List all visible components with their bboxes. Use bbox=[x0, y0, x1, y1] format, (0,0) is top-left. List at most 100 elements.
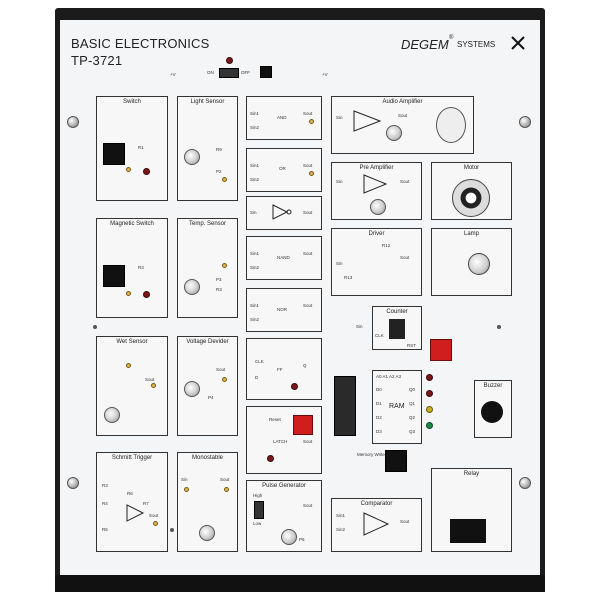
flip-flop-block: CLK D FF Q bbox=[246, 338, 322, 400]
vd-sout-jack[interactable] bbox=[222, 377, 227, 382]
power-on-label: ON bbox=[207, 70, 214, 75]
pulse-generator-block: Pulse Generator High Low Sout P6 bbox=[246, 480, 322, 552]
amplifier-icon bbox=[353, 110, 382, 132]
motor-title: Motor bbox=[463, 165, 480, 171]
light-jack[interactable] bbox=[222, 177, 227, 182]
monostable-knob[interactable] bbox=[199, 525, 215, 541]
voltage-devider-block: Voltage Devider Sout P4 bbox=[177, 336, 238, 436]
ram-q2-led bbox=[426, 406, 433, 413]
pulse-range-switch[interactable] bbox=[254, 501, 264, 519]
nand-sin2-label: Sin2 bbox=[250, 265, 260, 270]
latch-led bbox=[267, 455, 274, 462]
temp-sensor-knob[interactable] bbox=[184, 279, 200, 295]
audio-amplifier-block: Audio Amplifier Sin Sout bbox=[331, 96, 474, 154]
schmitt-sout-label: Sout bbox=[149, 513, 159, 518]
ram-d1: D1 bbox=[376, 401, 382, 406]
nor-gate-block: NOR Sin1 Sin2 Sout bbox=[246, 288, 322, 332]
driver-r12-label: R12 bbox=[382, 243, 391, 248]
nor-label: NOR bbox=[277, 307, 287, 312]
light-sensor-knob[interactable] bbox=[184, 149, 200, 165]
power-led bbox=[226, 57, 233, 64]
panel-title: BASIC ELECTRONICS bbox=[71, 36, 210, 51]
lamp-icon bbox=[468, 253, 490, 275]
memory-write-label: Memory Write bbox=[357, 452, 385, 457]
vcc-label-2: +V bbox=[322, 72, 328, 77]
comp-sin1-label: Sin1 bbox=[336, 513, 346, 518]
ram-q0: Q0 bbox=[409, 387, 416, 392]
memory-write-button[interactable] bbox=[385, 450, 407, 472]
ff-label: FF bbox=[277, 367, 283, 372]
schmitt-sout-jack[interactable] bbox=[153, 521, 158, 526]
latch-label: LATCH bbox=[273, 439, 288, 444]
ff-q-label: Q bbox=[303, 363, 307, 368]
magnetic-jack[interactable] bbox=[126, 291, 131, 296]
driver-sout-label: Sout bbox=[400, 255, 410, 260]
pulse-title: Pulse Generator bbox=[262, 483, 306, 489]
audio-sin-label: Sin bbox=[336, 115, 343, 120]
or-gate-block: OR Sin1 Sin2 Sout bbox=[246, 148, 322, 192]
model-number: TP-3721 bbox=[71, 53, 123, 68]
mono-sin-jack[interactable] bbox=[184, 487, 189, 492]
motor-block: Motor bbox=[431, 162, 512, 220]
or-sout-jack[interactable] bbox=[309, 171, 314, 176]
comparator-icon bbox=[363, 512, 390, 536]
volume-knob[interactable] bbox=[386, 125, 402, 141]
and-gate-block: AND Sin1 Sin2 Sout bbox=[246, 96, 322, 140]
counter-title: Counter bbox=[386, 309, 408, 315]
nand-gate-block: NAND Sin1 Sin2 Sout bbox=[246, 236, 322, 280]
ff-led bbox=[291, 383, 298, 390]
pulse-knob[interactable] bbox=[281, 529, 297, 545]
ram-block: A0 A1 A2 A3 RAM D0 D1 D2 D3 Q0 Q1 Q2 Q3 bbox=[372, 370, 422, 444]
not-gate-icon bbox=[272, 204, 292, 220]
and-sout-label: Sout bbox=[303, 111, 313, 116]
wet-sensor-knob[interactable] bbox=[104, 407, 120, 423]
latch-reset-button[interactable] bbox=[293, 415, 313, 435]
panel-rivet bbox=[93, 325, 97, 329]
pre-sin-label: Sin bbox=[336, 179, 343, 184]
ram-address-label: A0 A1 A2 A3 bbox=[376, 374, 402, 379]
driver-block: Driver R12 R13 Sin Sout bbox=[331, 228, 422, 296]
voltage-devider-knob[interactable] bbox=[184, 381, 200, 397]
nand-sin1-label: Sin1 bbox=[250, 251, 260, 256]
and-label: AND bbox=[277, 115, 287, 120]
pulse-low-label: Low bbox=[253, 521, 262, 526]
vd-p4-label: P4 bbox=[208, 395, 214, 400]
ff-clk-label: CLK bbox=[255, 359, 264, 364]
wet-sout-jack[interactable] bbox=[151, 383, 156, 388]
ram-data-switches[interactable] bbox=[334, 376, 356, 436]
temp-jack[interactable] bbox=[222, 263, 227, 268]
driver-sin-label: Sin bbox=[336, 261, 343, 266]
schmitt-trigger-block: Schmitt Trigger R3 R4 R5 R6 R7 Sout bbox=[96, 452, 168, 552]
schmitt-r6-label: R6 bbox=[127, 491, 133, 496]
ram-q3-led bbox=[426, 422, 433, 429]
mono-sout-jack[interactable] bbox=[224, 487, 229, 492]
preamp-knob[interactable] bbox=[370, 199, 386, 215]
switch-pushbutton[interactable] bbox=[103, 143, 125, 165]
mount-screw bbox=[519, 116, 531, 128]
power-socket[interactable] bbox=[260, 66, 272, 78]
ram-d0: D0 bbox=[376, 387, 382, 392]
driver-title: Driver bbox=[368, 231, 385, 237]
buzzer-block: Buzzer bbox=[474, 380, 512, 438]
magnetic-r3-label: R3 bbox=[138, 265, 144, 270]
voltage-devider-title: Voltage Devider bbox=[186, 339, 229, 345]
magnetic-switch-button[interactable] bbox=[103, 265, 125, 287]
ff-d-label: D bbox=[255, 375, 259, 380]
light-p2-label: P2 bbox=[216, 169, 222, 174]
switch-jack[interactable] bbox=[126, 167, 131, 172]
wet-jack[interactable] bbox=[126, 363, 131, 368]
and-sout-jack[interactable] bbox=[309, 119, 314, 124]
power-off-label: OFF bbox=[241, 70, 250, 75]
comp-sout-label: Sout bbox=[400, 519, 410, 524]
latch-block: Reset LATCH Sout bbox=[246, 406, 322, 474]
not-gate-block: Sin Sout bbox=[246, 196, 322, 230]
pulse-p6-label: P6 bbox=[299, 537, 305, 542]
pulse-sout-label: Sout bbox=[303, 503, 313, 508]
ram-title: RAM bbox=[389, 403, 405, 410]
counter-block: Counter CLK RST bbox=[372, 306, 422, 350]
relay-component bbox=[450, 519, 486, 543]
panel-rivet bbox=[497, 325, 501, 329]
counter-reset-button[interactable] bbox=[430, 339, 452, 361]
power-toggle-switch[interactable] bbox=[219, 68, 239, 78]
latch-reset-label: Reset bbox=[269, 417, 281, 422]
